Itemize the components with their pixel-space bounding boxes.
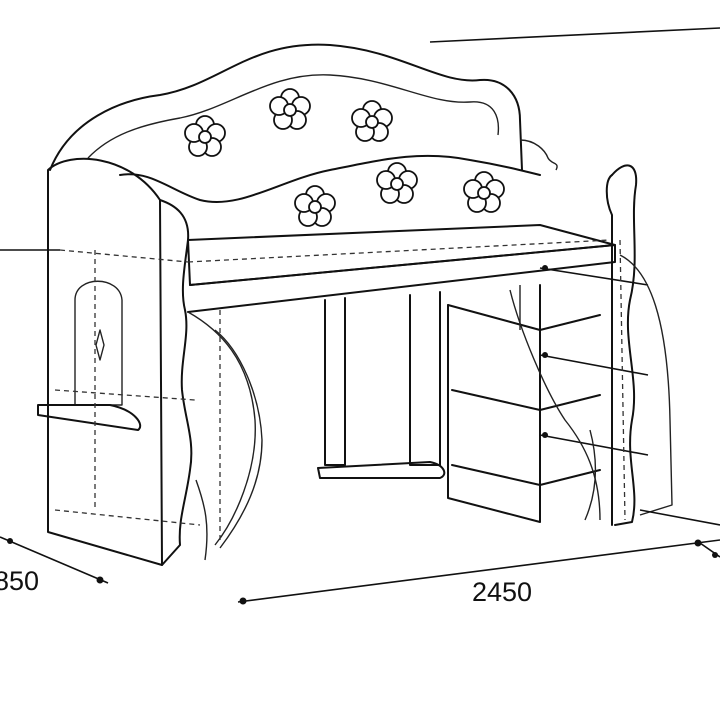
- length-dimension-label: 2450: [472, 577, 532, 607]
- flower-icon: [184, 115, 226, 157]
- bed-deck: [59, 224, 616, 313]
- left-end-panel: [37, 157, 193, 566]
- curtains: [187, 289, 601, 561]
- flower-icon: [463, 171, 505, 213]
- flower-icon: [269, 88, 311, 130]
- shelf-unit: [447, 265, 649, 523]
- right-end-panel: [605, 164, 673, 526]
- flower-decorations: [184, 88, 505, 227]
- depth-dimension-label: 850: [0, 566, 39, 596]
- flower-icon: [294, 185, 336, 227]
- hidden-lines: [54, 239, 626, 540]
- flower-icon: [351, 100, 393, 142]
- flower-icon: [376, 162, 418, 204]
- headboard: [49, 43, 558, 203]
- dimension-lines: [0, 27, 720, 605]
- desk-area: [317, 291, 446, 479]
